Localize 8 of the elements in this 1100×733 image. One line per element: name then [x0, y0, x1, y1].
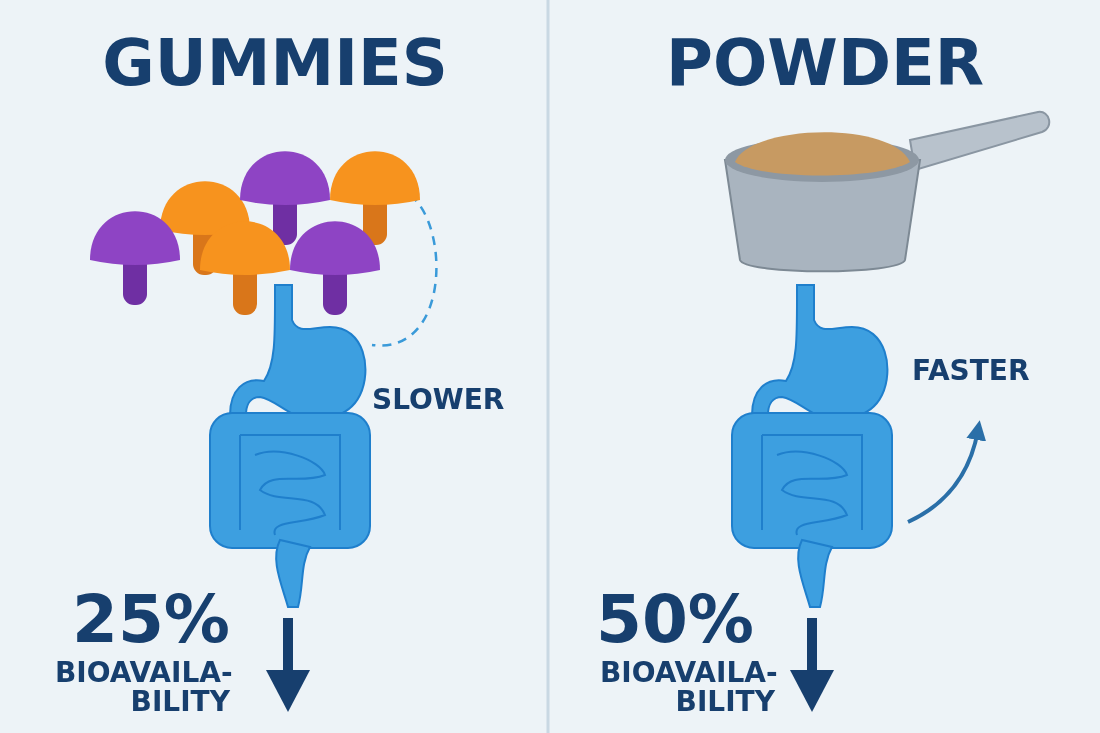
speed-label: SLOWER	[372, 385, 506, 415]
bioavailability-label: BIOAVAILA-BILITY	[600, 658, 775, 717]
bioavailability-label: BIOAVAILA-BILITY	[55, 658, 230, 717]
panel-heading: GUMMIES	[101, 30, 449, 98]
speed-label: FASTER	[912, 356, 1031, 386]
panel-heading: POWDER	[665, 30, 985, 98]
percentage-value: 50%	[595, 585, 754, 655]
percentage-value: 25%	[71, 585, 230, 655]
